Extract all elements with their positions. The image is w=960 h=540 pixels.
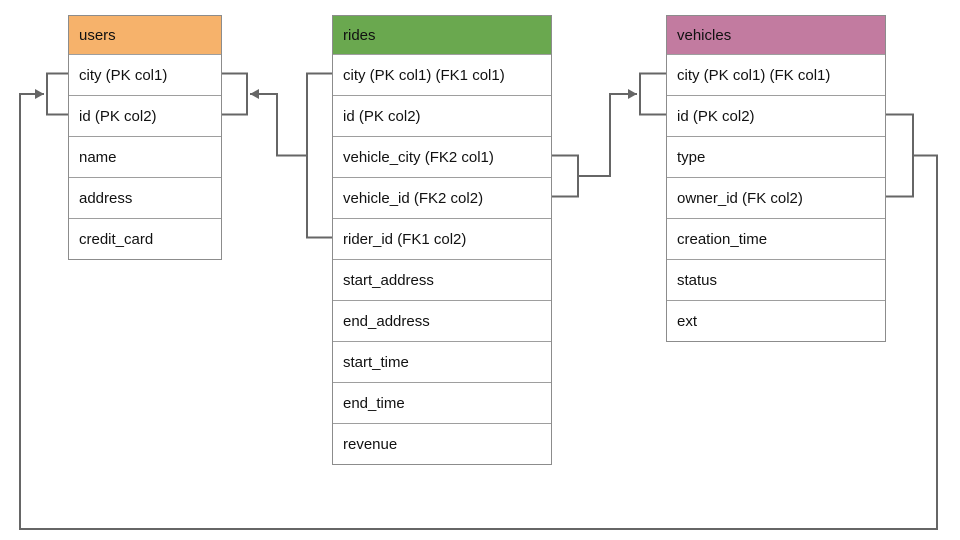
column-row: ext [667,300,885,341]
users-left-bracket [46,72,68,116]
column-row: end_address [333,300,551,341]
vehicles-left-bracket [639,72,666,116]
rides-right-bracket [552,154,579,198]
users-right-bracket [222,72,248,116]
column-row: name [69,136,221,177]
vehicles-right-bracket [886,113,914,198]
column-row: city (PK col1) (FK col1) [667,54,885,95]
column-row: id (PK col2) [69,95,221,136]
column-row: id (PK col2) [667,95,885,136]
rides-to-vehicles-connector [578,89,637,177]
column-row: rider_id (FK1 col2) [333,218,551,259]
column-row: address [69,177,221,218]
column-row: status [667,259,885,300]
table-header-rides: rides [333,16,551,54]
table-header-vehicles: vehicles [667,16,885,54]
column-row: type [667,136,885,177]
column-row: owner_id (FK col2) [667,177,885,218]
column-row: start_address [333,259,551,300]
column-row: vehicle_city (FK2 col1) [333,136,551,177]
column-row: end_time [333,382,551,423]
rides-left-bracket [306,72,332,239]
column-row: credit_card [69,218,221,259]
column-row: revenue [333,423,551,464]
column-row: vehicle_id (FK2 col2) [333,177,551,218]
column-row: creation_time [667,218,885,259]
rides-to-users-connector [250,89,307,157]
column-row: id (PK col2) [333,95,551,136]
column-row: city (PK col1) (FK1 col1) [333,54,551,95]
column-row: start_time [333,341,551,382]
table-header-users: users [69,16,221,54]
column-row: city (PK col1) [69,54,221,95]
